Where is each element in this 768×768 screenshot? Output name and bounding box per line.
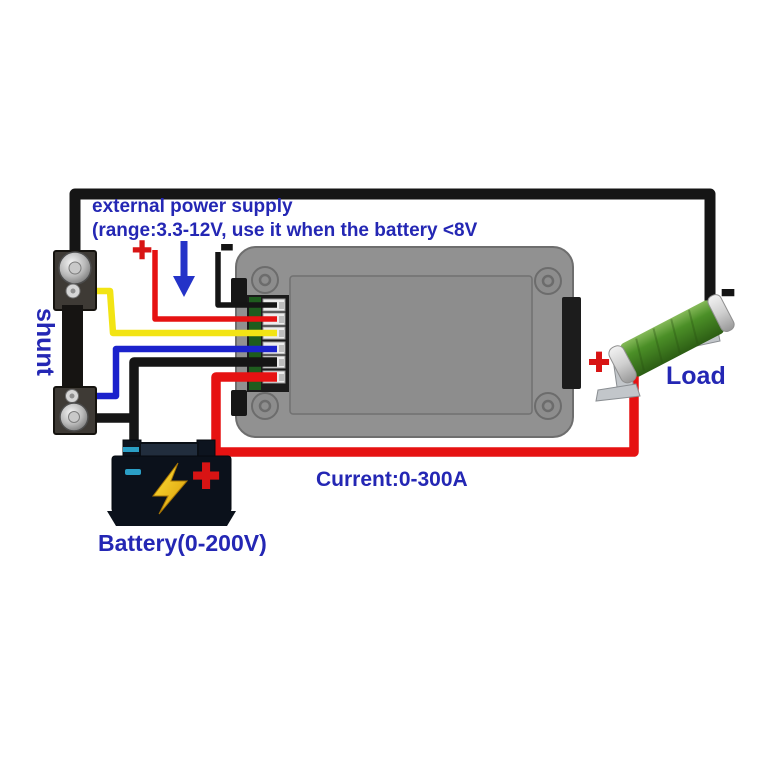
load-plus-sign: + (588, 341, 609, 382)
shunt-top-bolt-center (68, 261, 82, 275)
load-winding-texture (635, 309, 699, 371)
terminal-pin (279, 316, 284, 323)
current-range-label: Current:0-300A (316, 468, 468, 491)
power-supply-note-line1: external power supply (92, 196, 293, 217)
wire-red-supply-positive (152, 250, 277, 322)
screw-icon (534, 392, 562, 420)
screw-icon (258, 273, 272, 287)
power-supply-note-line2: (range:3.3-12V, use it when the battery … (92, 220, 478, 241)
shunt-bottom-sense-pin (69, 393, 75, 399)
supply-minus-sign: - (221, 224, 234, 266)
screw-icon (251, 266, 279, 294)
shunt (53, 250, 97, 435)
terminal-pin (279, 330, 284, 337)
load-end-cap-right (707, 294, 735, 332)
screw-icon (258, 399, 272, 413)
shunt-resistance-bar (62, 305, 83, 393)
shunt-bottom-bolt-center (68, 411, 80, 423)
shunt-label: shunt (31, 308, 59, 377)
meter-corner-screws (251, 266, 562, 420)
battery (107, 439, 236, 526)
annotations: external power supply (range:3.3-12V, us… (31, 196, 736, 556)
wire-black-supply-negative (215, 252, 277, 308)
terminal-pin (279, 302, 284, 309)
battery-level-mark (125, 469, 141, 475)
battery-plus-sign: + (193, 449, 220, 501)
load-bracket-left-foot (595, 383, 641, 402)
battery-negative-post-band (123, 447, 141, 452)
load-end-cap-left (608, 345, 637, 384)
screw-icon (534, 267, 562, 295)
meter-module (231, 246, 581, 438)
down-arrow-head (173, 276, 195, 297)
meter-display-panel (289, 275, 533, 415)
meter-right-connector (562, 297, 581, 389)
screw-icon (541, 399, 555, 413)
load-label: Load (666, 362, 726, 390)
terminal-pin (279, 359, 284, 366)
wires (69, 188, 716, 459)
down-arrow-icon (173, 241, 195, 297)
wire-black-top-negative (69, 188, 716, 303)
load-resistor (595, 294, 735, 402)
meter-left-tab-top (231, 278, 247, 304)
battery-base (107, 511, 236, 526)
load-body (620, 300, 724, 377)
screw-icon (251, 392, 279, 420)
terminal-pin (279, 374, 284, 381)
supply-plus-sign: + (132, 231, 152, 269)
lightning-bolt-icon (151, 462, 189, 515)
shunt-top-sense-pin (70, 288, 76, 294)
terminal-pin (279, 345, 284, 352)
load-cylinder (608, 294, 735, 384)
screw-icon (541, 274, 555, 288)
meter-left-tab-bottom (231, 390, 247, 416)
battery-label: Battery(0-200V) (98, 530, 267, 556)
load-minus-sign: - (721, 268, 734, 312)
